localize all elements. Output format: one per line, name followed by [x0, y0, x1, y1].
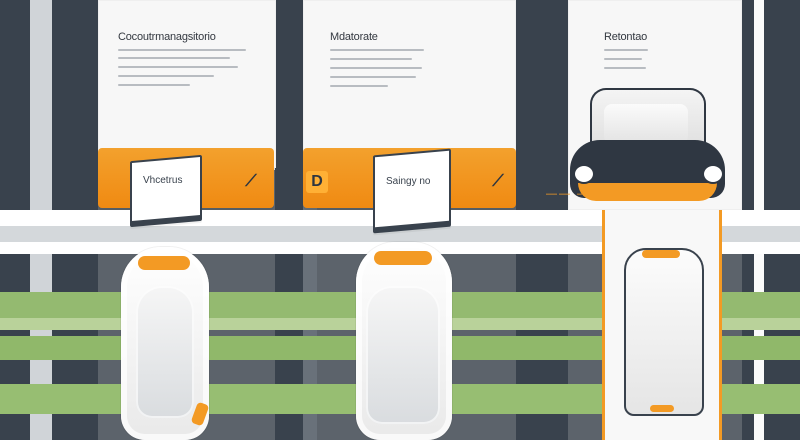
ticket-middle-label: Saingy no — [386, 176, 431, 187]
panel-middle-title: Mdatorate — [330, 31, 378, 43]
right-tower-bottom-accent — [650, 405, 674, 412]
panel-left-line-1 — [118, 49, 246, 51]
left-pod-window — [136, 286, 194, 418]
car-bumper — [578, 183, 717, 201]
panel-middle-line-2 — [330, 58, 412, 60]
panel-right-line-3 — [604, 67, 646, 69]
panel-left-line-2 — [118, 57, 230, 59]
right-tower-top-accent — [642, 250, 680, 258]
left-pod-top-accent — [138, 256, 190, 270]
car-windshield — [604, 104, 688, 144]
panel-left-line-5 — [118, 84, 190, 86]
panel-left-title: Cocoutrmanagsitorio — [118, 31, 216, 43]
panel-middle — [303, 0, 516, 168]
panel-middle-line-3 — [330, 67, 422, 69]
middle-pod-window — [366, 286, 440, 424]
decorative-dashes: —— — — [546, 188, 591, 200]
panel-right-line-2 — [604, 58, 642, 60]
car-front — [570, 88, 725, 201]
floor-stripe-2 — [0, 226, 800, 242]
middle-pod-top-accent — [374, 251, 432, 265]
ticket-left — [130, 154, 202, 228]
arrow-icon: ⟋ — [492, 173, 504, 190]
panel-right-title: Retontao — [604, 31, 648, 43]
wrench-icon: ⟋ — [245, 173, 257, 190]
car-headlight-left — [573, 164, 595, 184]
ticket-middle — [373, 148, 451, 234]
panel-right-line-1 — [604, 49, 648, 51]
panel-middle-line-5 — [330, 85, 388, 87]
panel-left-line-3 — [118, 66, 238, 68]
ticket-left-label: Vhcetrus — [143, 175, 183, 186]
right-tower-window — [624, 248, 704, 416]
panel-left-line-4 — [118, 75, 214, 77]
d-icon: D — [306, 171, 328, 193]
panel-middle-line-4 — [330, 76, 416, 78]
panel-middle-line-1 — [330, 49, 424, 51]
car-headlight-right — [702, 164, 724, 184]
